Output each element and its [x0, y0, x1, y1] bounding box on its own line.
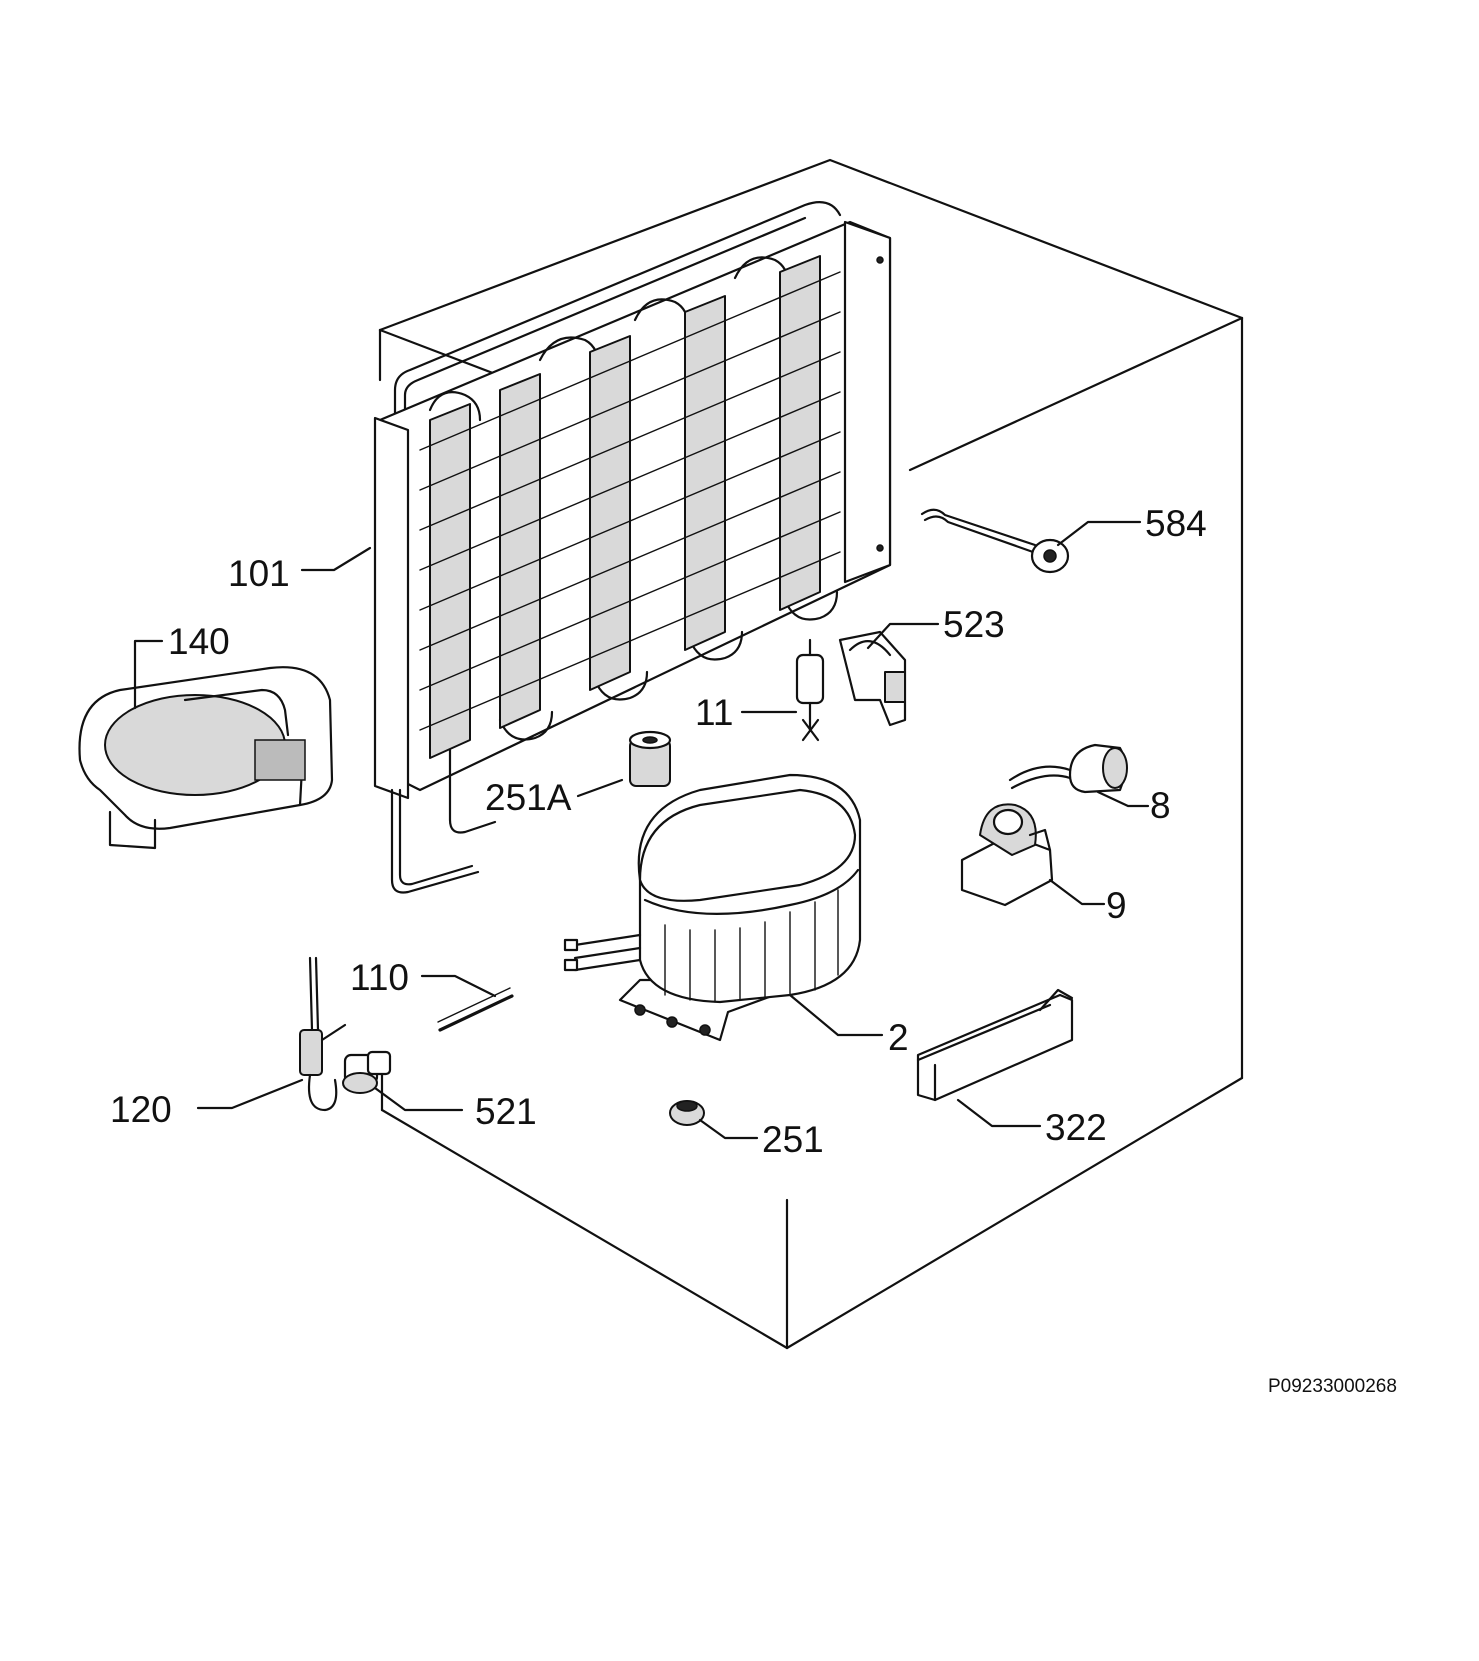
grommet-251A — [628, 730, 672, 787]
part-label-120: 120 — [110, 1089, 172, 1130]
clamp-523 — [838, 630, 907, 727]
rubber-foot-251 — [669, 1100, 705, 1126]
condenser-101 — [373, 201, 892, 894]
part-label-9: 9 — [1106, 885, 1127, 926]
reference-code: P09233000268 — [1268, 1376, 1397, 1397]
part-label-11: 11 — [695, 692, 733, 733]
part-label-140: 140 — [168, 621, 230, 662]
capillary-110 — [437, 987, 514, 1032]
part-label-251A: 251A — [485, 777, 572, 818]
part-label-2: 2 — [888, 1017, 909, 1058]
bushing-521 — [342, 1050, 392, 1094]
cabinet-outline — [378, 158, 1244, 1350]
drip-tray-140 — [78, 666, 334, 850]
condenser-fins — [429, 255, 821, 759]
part-label-110: 110 — [350, 957, 409, 998]
part-label-523: 523 — [943, 604, 1005, 645]
part-label-584: 584 — [1145, 503, 1207, 544]
thermal-fuse-584 — [920, 508, 1070, 574]
overload-8 — [1008, 743, 1128, 794]
part-labels: 584 101 523 140 11 251A 8 9 110 2 120 52… — [110, 503, 1207, 1160]
leader-lines — [133, 520, 1150, 1140]
part-label-8: 8 — [1150, 785, 1171, 826]
start-relay-9 — [960, 803, 1054, 907]
part-label-322: 322 — [1045, 1107, 1107, 1148]
part-label-251: 251 — [762, 1119, 824, 1160]
part-label-521: 521 — [475, 1091, 537, 1132]
part-label-101: 101 — [228, 553, 290, 594]
compressor-2 — [563, 773, 862, 1042]
filter-dryer-11 — [795, 638, 825, 742]
bracket-rail-322 — [916, 988, 1074, 1102]
condenser-wires — [419, 271, 841, 731]
service-valve-120 — [299, 956, 347, 1112]
